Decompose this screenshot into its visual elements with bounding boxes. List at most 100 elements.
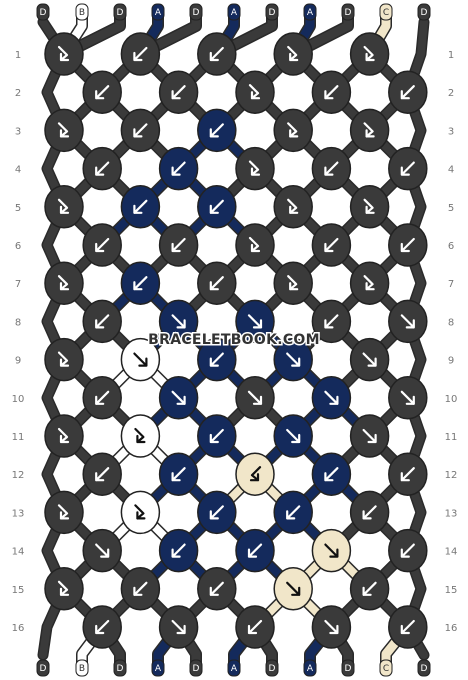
knot-arrow-icon	[324, 85, 339, 100]
knot-body	[235, 452, 275, 496]
knot-body	[44, 567, 84, 611]
knot-arrow-icon	[57, 351, 70, 367]
knot-arrow-icon	[57, 504, 70, 520]
row-label-left: 13	[12, 508, 25, 519]
row-label-left: 10	[12, 394, 25, 405]
knot-arrow-icon	[57, 45, 70, 62]
knot	[273, 32, 313, 76]
knot	[311, 299, 352, 344]
knot	[44, 414, 84, 458]
strand-letter: A	[231, 8, 238, 18]
knot-arrow-icon	[95, 85, 110, 100]
row-label-left: 3	[15, 126, 21, 137]
knot	[82, 528, 122, 573]
knot	[120, 261, 161, 305]
knot	[388, 70, 428, 114]
strand-tab	[379, 659, 393, 677]
knot-arrow-icon	[324, 161, 339, 176]
strand-tab	[113, 3, 127, 21]
knot-arrow-icon	[95, 161, 110, 176]
knot-arrow-icon	[400, 619, 415, 635]
strand-letter: D	[269, 8, 276, 18]
strand-tab	[36, 3, 50, 21]
knot	[158, 146, 199, 191]
knot	[82, 452, 122, 496]
knot	[388, 605, 428, 649]
row-label-left: 14	[12, 547, 25, 558]
strand-tab	[341, 659, 355, 677]
knot-arrow-icon	[324, 314, 339, 329]
knot-body	[235, 146, 275, 191]
knot-arrow-icon	[362, 352, 377, 367]
row-label-left: 9	[15, 356, 21, 367]
knot-body	[349, 185, 390, 229]
strand-tab	[75, 659, 89, 677]
strand-tab	[36, 659, 50, 677]
strand-letter: D	[345, 8, 352, 18]
knot-arrow-icon	[57, 275, 70, 291]
knot	[158, 605, 199, 649]
row-label-right: 16	[445, 623, 458, 634]
knot	[120, 414, 161, 458]
strand-tab	[227, 659, 241, 677]
knot	[273, 414, 313, 458]
knot	[197, 490, 237, 535]
knot	[120, 490, 161, 535]
knot-arrow-icon	[362, 581, 377, 596]
knot-arrow-icon	[363, 122, 375, 138]
knot-arrow-icon	[209, 46, 224, 62]
row-label-right: 6	[448, 241, 454, 252]
knot-body	[44, 32, 84, 76]
knot-arrow-icon	[249, 466, 262, 482]
knot-arrow-icon	[324, 619, 339, 635]
knot-body	[235, 223, 275, 267]
knot	[273, 108, 313, 153]
row-label-right: 11	[445, 432, 458, 443]
knot	[44, 108, 84, 153]
row-label-left: 8	[15, 317, 21, 328]
knot-arrow-icon	[171, 390, 186, 405]
knot-arrow-icon	[324, 390, 339, 405]
knot-arrow-icon	[133, 123, 148, 138]
row-label-right: 7	[448, 279, 454, 290]
knot-arrow-icon	[324, 467, 339, 482]
row-label-right: 1	[448, 50, 454, 61]
knot-arrow-icon	[286, 428, 301, 444]
knot	[311, 146, 352, 191]
strand-tab	[417, 3, 431, 21]
strand-letter: D	[193, 8, 200, 18]
strand-letter: D	[345, 664, 352, 674]
knot-arrow-icon	[171, 85, 186, 100]
knot	[235, 223, 275, 267]
row-label-left: 1	[15, 50, 21, 61]
row-label-left: 2	[15, 88, 21, 99]
knot	[273, 261, 313, 305]
row-label-right: 14	[445, 547, 458, 558]
knot-body	[273, 32, 313, 76]
knot-body	[235, 70, 275, 114]
knot	[235, 452, 275, 496]
strand-letter: B	[79, 664, 85, 674]
knot	[388, 223, 428, 267]
strand-letter: D	[117, 664, 124, 674]
strand-letter: A	[307, 664, 314, 674]
knot	[311, 376, 352, 420]
strand-letter: D	[40, 8, 47, 18]
knot-arrow-icon	[286, 505, 301, 520]
knot-arrow-icon	[248, 236, 261, 253]
knot-body	[120, 414, 161, 458]
row-label-left: 12	[12, 470, 25, 481]
strand-letter: D	[193, 664, 200, 674]
knot	[388, 146, 428, 191]
knot-body	[44, 337, 84, 382]
knot	[44, 567, 84, 611]
knot-arrow-icon	[171, 161, 186, 176]
strand-letter: A	[231, 664, 238, 674]
knot	[349, 490, 390, 535]
knot-arrow-icon	[400, 161, 415, 176]
knot-arrow-icon	[209, 123, 224, 138]
knot-arrow-icon	[133, 276, 148, 291]
knot	[388, 299, 428, 344]
